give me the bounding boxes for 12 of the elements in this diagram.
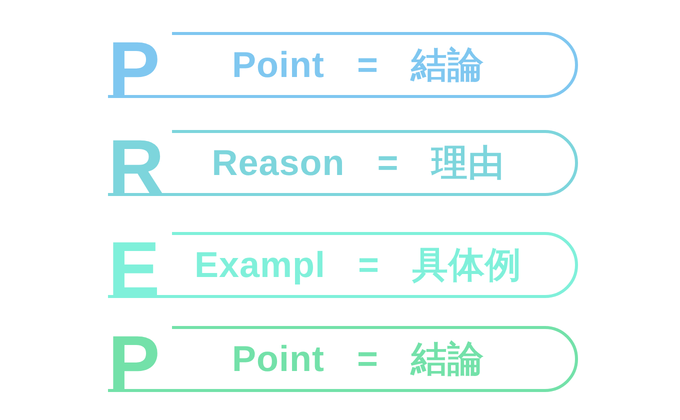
step-label: Point = 結論	[232, 338, 484, 380]
initial-letter: P	[108, 334, 160, 393]
step-pill	[108, 326, 578, 392]
initial-letter: P	[108, 40, 160, 99]
step-label: Point = 結論	[232, 44, 484, 86]
step-pill	[108, 32, 578, 98]
initial-letter: R	[108, 138, 164, 197]
initial-letter: E	[108, 240, 160, 299]
step-pill	[108, 130, 578, 196]
step-label: Reason = 理由	[212, 142, 504, 184]
step-pill	[108, 232, 578, 298]
step-label: Exampl = 具体例	[194, 244, 522, 286]
